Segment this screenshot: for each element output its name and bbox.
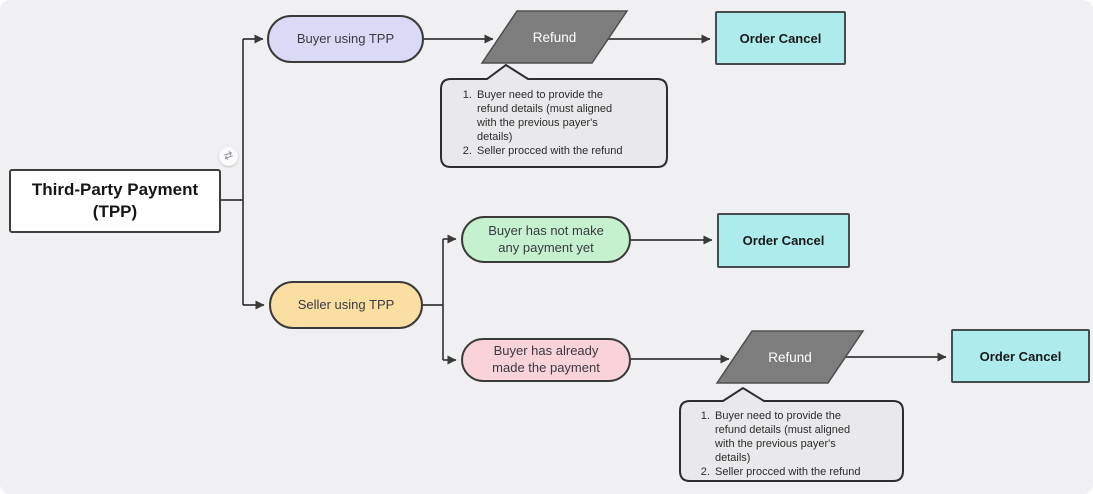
note-item: Buyer need to provide the refund details… [475,88,657,144]
note-item: Seller procced with the refund [475,144,657,158]
refund-note-bottom-shape[interactable] [679,386,904,482]
refund-note-top-shape[interactable] [440,63,668,168]
refund-parallelogram-top[interactable] [480,10,629,64]
node-order-cancel-bottom[interactable]: Order Cancel [951,329,1090,383]
refund-parallelogram-bottom[interactable] [715,330,865,384]
node-buyer-using-tpp[interactable]: Buyer using TPP [267,15,424,63]
node-buyer-no-payment[interactable]: Buyer has not make any payment yet [461,216,631,263]
refund-note-bottom: Buyer need to provide the refund details… [693,409,895,479]
node-seller-using-tpp[interactable]: Seller using TPP [269,281,423,329]
node-order-cancel-top[interactable]: Order Cancel [715,11,846,65]
node-third-party-payment[interactable]: Third-Party Payment (TPP) [9,169,221,233]
note-item: Seller procced with the refund [713,465,895,479]
swap-arrows-icon: ⇄ [222,148,235,164]
node-buyer-already-paid[interactable]: Buyer has already made the payment [461,338,631,382]
node-order-cancel-mid[interactable]: Order Cancel [717,213,850,268]
refund-note-top: Buyer need to provide the refund details… [455,88,657,158]
swap-arrows-badge[interactable]: ⇄ [219,147,238,166]
note-item: Buyer need to provide the refund details… [713,409,895,465]
